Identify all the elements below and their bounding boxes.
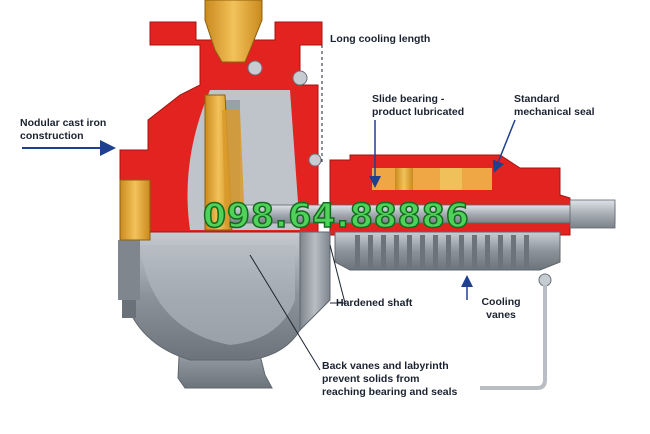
label-cooling-vanes-line1: Cooling — [481, 296, 521, 308]
label-back-vanes-line1: Back vanes and labyrinth — [322, 360, 449, 372]
phone-number-watermark: 098.64.88886 — [202, 195, 470, 236]
label-slide-bearing-line1: Slide bearing - — [372, 93, 445, 105]
leader-lines — [22, 45, 516, 371]
shaft — [229, 199, 616, 229]
drain-line — [480, 285, 547, 390]
label-nodular-cast-iron-line2: construction — [20, 130, 84, 142]
label-standard-seal-line1: Standard — [514, 93, 560, 105]
label-long-cooling-length: Long cooling length — [330, 33, 431, 45]
brass-impeller — [119, 94, 245, 241]
label-nodular-cast-iron-line1: Nodular cast iron — [20, 117, 107, 129]
label-back-vanes-line3: reaching bearing and seals — [322, 386, 458, 398]
label-slide-bearing-line2: product lubricated — [372, 106, 465, 118]
volute-casing — [118, 229, 301, 361]
label-back-vanes-line2: prevent solids from — [322, 373, 420, 385]
label-standard-seal-line2: mechanical seal — [514, 106, 595, 118]
label-cooling-vanes-line2: vanes — [486, 309, 516, 321]
label-hardened-shaft: Hardened shaft — [336, 297, 413, 309]
cooling-vanes — [334, 231, 561, 271]
support-bracket — [299, 231, 552, 332]
brass-inlet — [204, 0, 263, 63]
